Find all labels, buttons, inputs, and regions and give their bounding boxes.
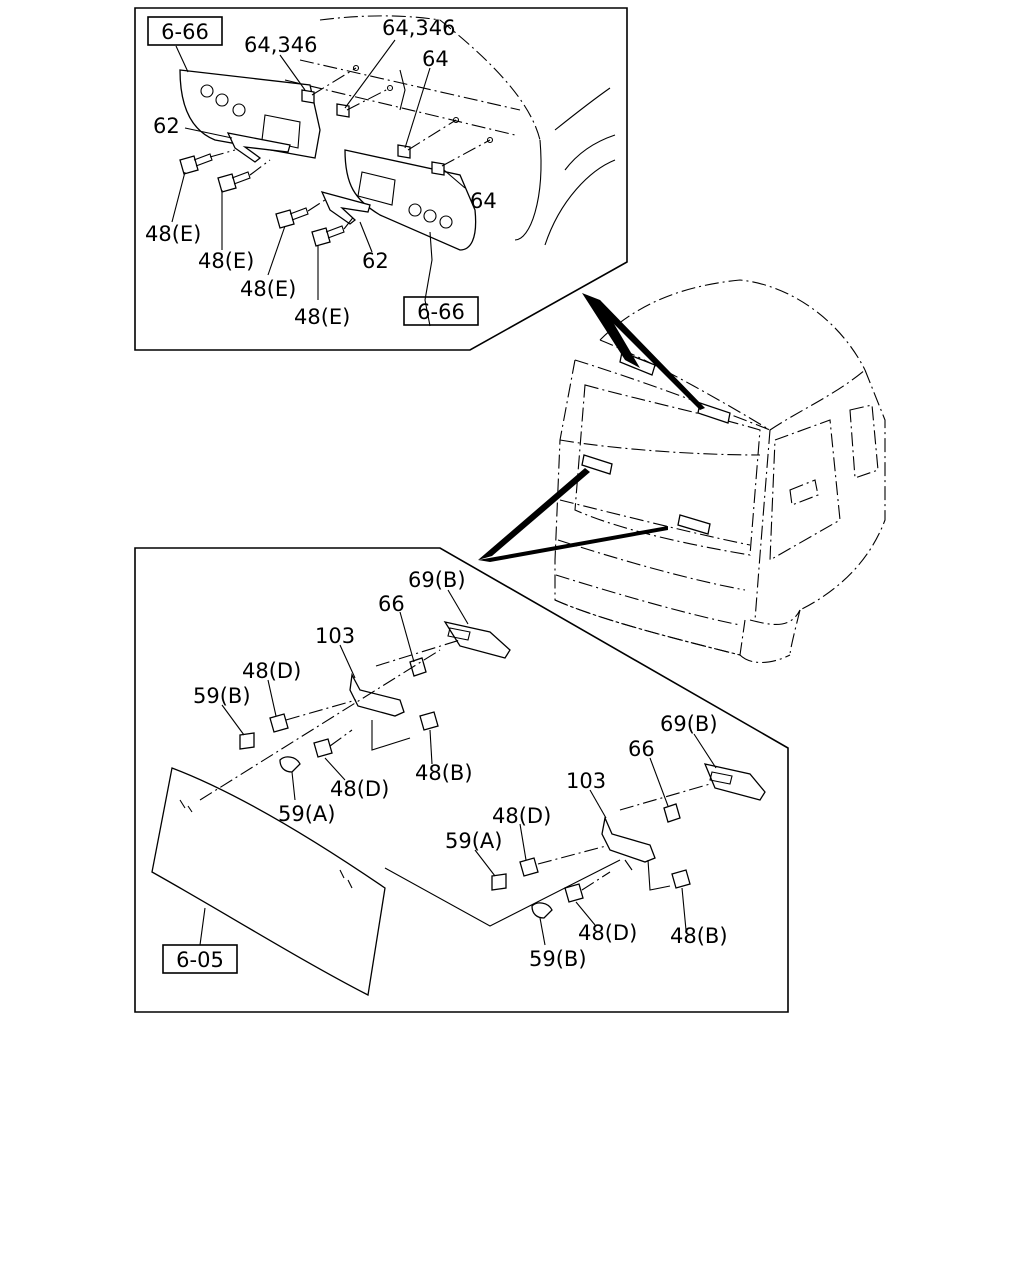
callout-48b-2: 48(B) bbox=[670, 924, 728, 948]
bolt-48e-1 bbox=[179, 153, 213, 175]
bolt-48e-2 bbox=[217, 171, 251, 193]
upper-detail-panel: 6-66 6-66 64,346 64,346 64 64 62 62 48(E… bbox=[134, 7, 628, 351]
callout-48d-1: 48(D) bbox=[242, 659, 301, 683]
callout-48d-3: 48(D) bbox=[492, 804, 551, 828]
callout-66-left: 66 bbox=[378, 592, 405, 616]
callout-48d-4: 48(D) bbox=[578, 921, 637, 945]
callout-66-right: 66 bbox=[628, 737, 655, 761]
lower-detail-panel: 6-05 69(B) 66 103 48(D) 59(B) 48(D) 48(B… bbox=[134, 547, 789, 1013]
callout-48e-1: 48(E) bbox=[145, 222, 201, 246]
callout-59b-2: 59(B) bbox=[529, 947, 587, 971]
ref-box-6-66-top bbox=[147, 16, 223, 46]
callout-64-right: 64 bbox=[470, 189, 497, 213]
callout-64-top: 64 bbox=[422, 47, 449, 71]
bolt-48e-3 bbox=[275, 207, 309, 229]
callout-wedges bbox=[478, 293, 705, 562]
callout-103-right: 103 bbox=[566, 769, 606, 793]
callout-48d-2: 48(D) bbox=[330, 777, 389, 801]
callout-64-346-left: 64,346 bbox=[244, 33, 317, 57]
ref-box-6-66-bottom bbox=[403, 296, 479, 326]
callout-48b-1: 48(B) bbox=[415, 761, 473, 785]
callout-48e-2: 48(E) bbox=[198, 249, 254, 273]
callout-59a-1: 59(A) bbox=[278, 802, 335, 826]
callout-62-left: 62 bbox=[153, 114, 180, 138]
ref-label-6-66-top: 6-66 bbox=[161, 20, 209, 44]
callout-59b-1: 59(B) bbox=[193, 684, 251, 708]
callout-103-left: 103 bbox=[315, 624, 355, 648]
callout-69b-left: 69(B) bbox=[408, 568, 466, 592]
callout-48e-4: 48(E) bbox=[294, 305, 350, 329]
callout-62-right: 62 bbox=[362, 249, 389, 273]
truck-cab-drawing bbox=[554, 279, 886, 664]
bolt-48e-4 bbox=[311, 225, 345, 247]
ref-label-6-05: 6-05 bbox=[176, 948, 224, 972]
callout-64-346-right: 64,346 bbox=[382, 16, 455, 40]
ref-label-6-66-bottom: 6-66 bbox=[417, 300, 465, 324]
callout-59a-2: 59(A) bbox=[445, 829, 502, 853]
callout-69b-right: 69(B) bbox=[660, 712, 718, 736]
callout-48e-3: 48(E) bbox=[240, 277, 296, 301]
